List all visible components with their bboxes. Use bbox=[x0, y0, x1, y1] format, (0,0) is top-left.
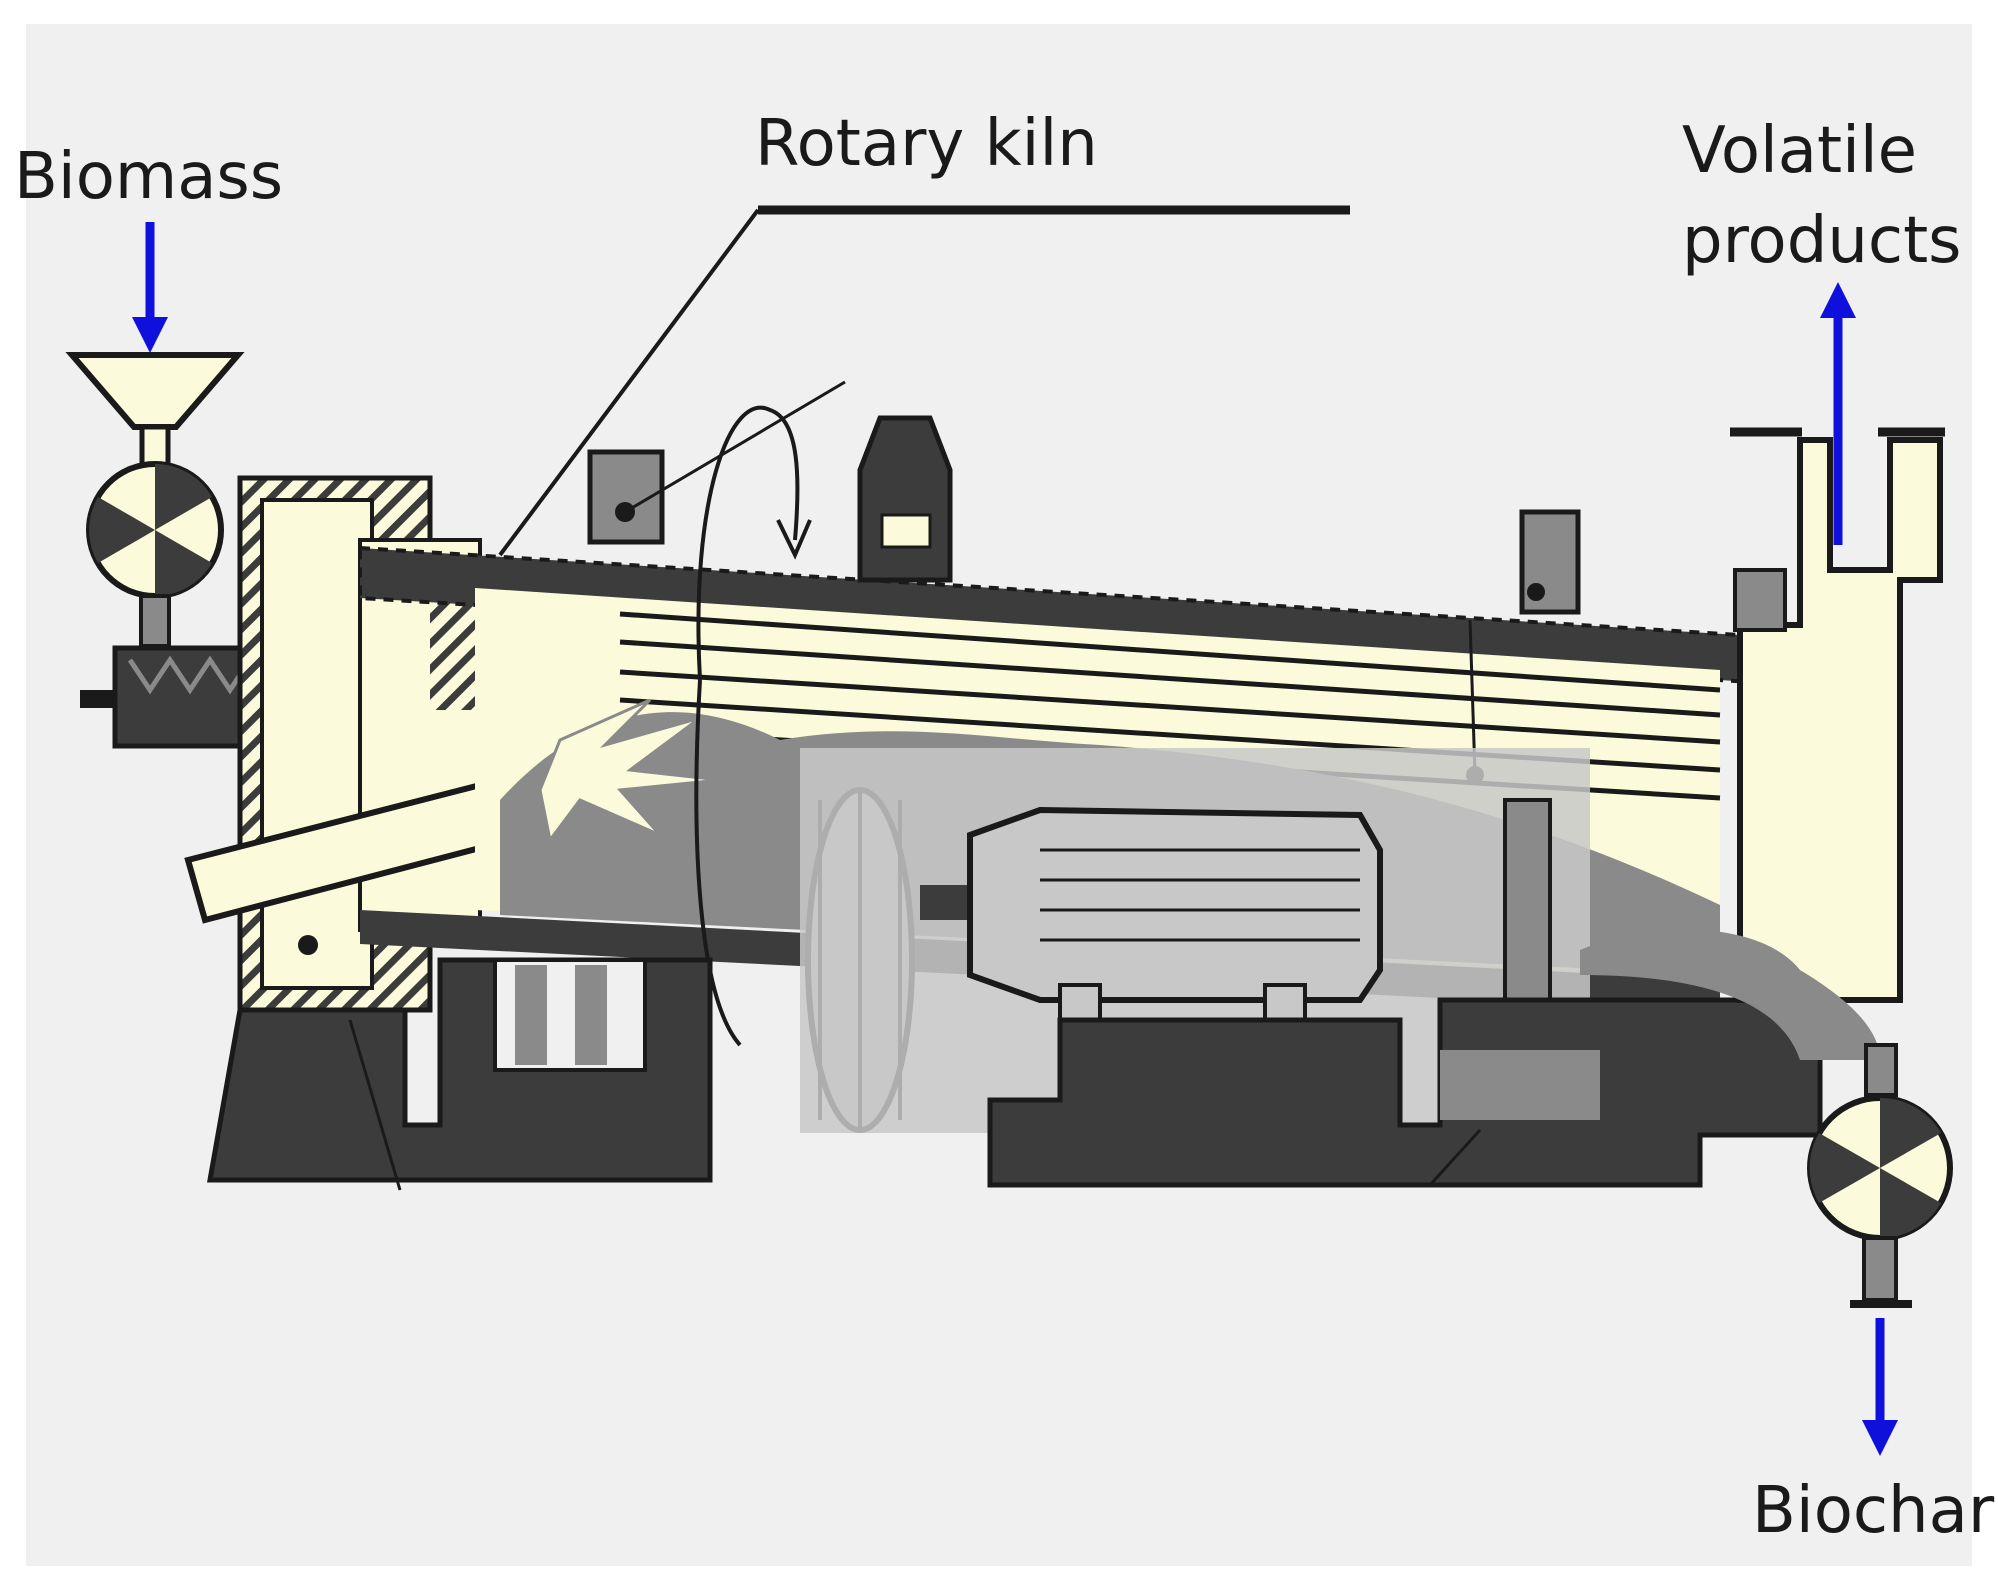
flame bbox=[538, 698, 721, 844]
biochar-label: Biochar bbox=[1752, 1474, 1995, 1548]
discharge-chamber bbox=[1580, 427, 1945, 1060]
drive-motor bbox=[800, 748, 1590, 1133]
foundation-left bbox=[207, 957, 713, 1191]
biomass-label: Biomass bbox=[14, 140, 283, 214]
volatile-products-label-line1: Volatile bbox=[1682, 114, 1917, 188]
volatile-products-label-line2: products bbox=[1682, 204, 1962, 278]
discharge-rotary-valve bbox=[1807, 1043, 1953, 1308]
support-bracket-top bbox=[587, 380, 1581, 615]
rotary-kiln-label: Rotary kiln bbox=[755, 107, 1098, 181]
rotation-arrow bbox=[694, 405, 812, 1047]
feed-hopper bbox=[65, 352, 245, 478]
drive-motor-top bbox=[857, 415, 953, 583]
feed-rotary-valve bbox=[86, 461, 224, 648]
rotary-kiln-leader bbox=[498, 205, 1350, 557]
